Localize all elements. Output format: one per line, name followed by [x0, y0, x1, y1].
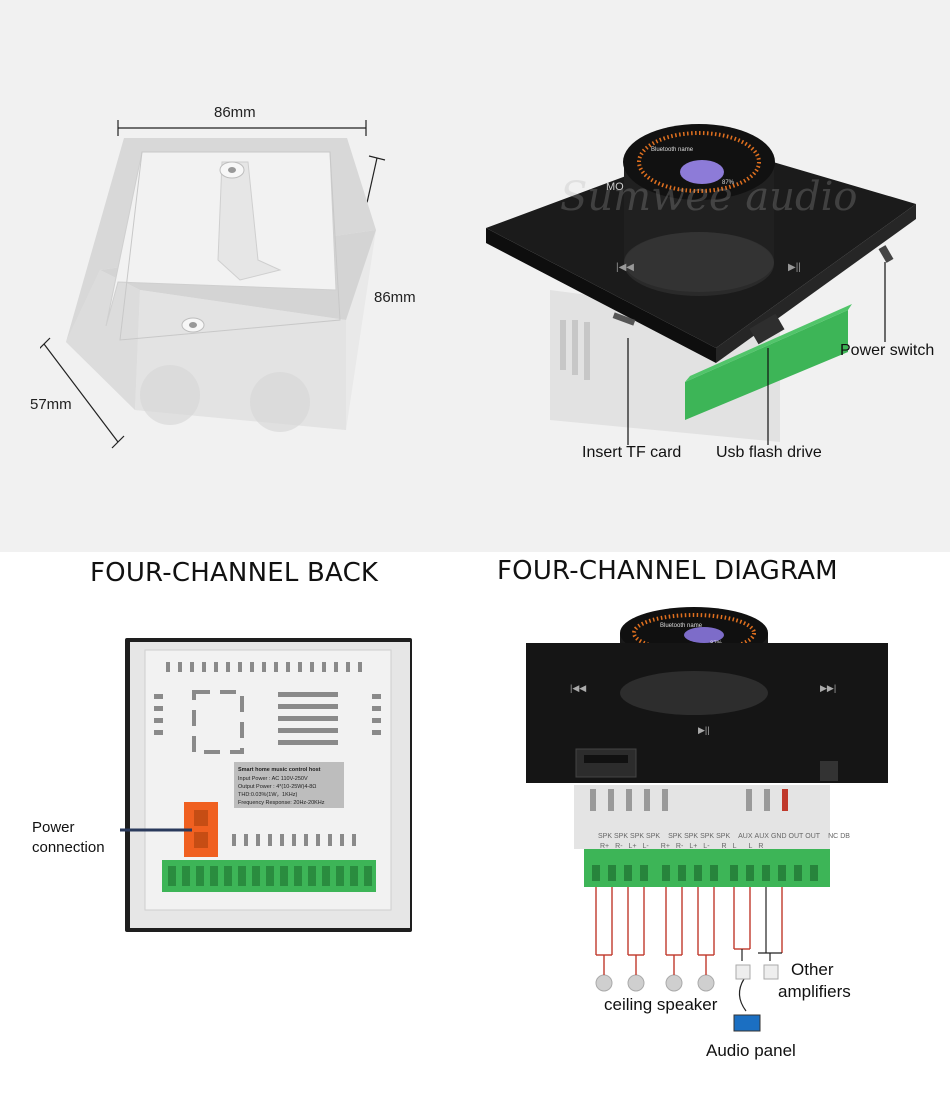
spec-label-line4: Frequency Response: 20Hz-20KHz — [238, 800, 325, 806]
pin-label: R- — [675, 843, 684, 850]
pin-label: L — [732, 843, 737, 850]
power-connection-callout: Power connection — [32, 818, 105, 858]
spec-label-line1: Input Power : AC 110V-250V — [238, 776, 308, 782]
other-amplifiers-line2-label: amplifiers — [778, 982, 851, 1001]
channel-label: SPK — [646, 833, 661, 840]
channel-label: OUT — [788, 833, 804, 840]
power-connection-line1: Power — [32, 819, 75, 836]
pin-label: L- — [642, 843, 649, 850]
dimension-width-label: 86mm — [214, 104, 256, 121]
channel-label: AUX — [754, 833, 769, 840]
channel-label: SPK — [598, 833, 613, 840]
wiring-diagram: Bluetooth name 87% |◀◀ ▶▶| ▶|| — [526, 607, 888, 1032]
channel-label: SPK — [614, 833, 629, 840]
pin-label: R — [758, 843, 764, 850]
pin-label: L — [748, 843, 753, 850]
svg-text:▶||: ▶|| — [788, 262, 801, 273]
device-top-illustration: Bluetooth name 87% MO |◀◀ ▶|| — [486, 124, 916, 445]
usb-callout: Usb flash drive — [716, 444, 822, 461]
dimension-depth-label: 57mm — [30, 396, 72, 413]
channel-label-row: SPK SPK SPK SPK SPK SPK SPK SPK AUX AUX … — [598, 833, 850, 840]
top-screen-volume: 87% — [722, 180, 735, 186]
spec-label-line2: Output Power : 4*(10-25W)4-8Ω — [238, 784, 316, 790]
channel-label: OUT — [805, 833, 821, 840]
power-switch-callout: Power switch — [840, 342, 935, 359]
tf-card-callout: Insert TF card — [582, 444, 682, 461]
channel-label: SPK — [700, 833, 715, 840]
top-panel-brand-text: MO — [606, 181, 624, 193]
channel-label: AUX — [738, 833, 753, 840]
other-amplifiers-label: Other — [791, 958, 834, 982]
channel-label: SPK — [630, 833, 645, 840]
watermark-text: Sumwee audio — [560, 174, 857, 220]
svg-text:|◀◀: |◀◀ — [570, 683, 586, 693]
channel-label: SPK — [716, 833, 731, 840]
pin-label: L+ — [689, 843, 698, 850]
channel-label: DB — [840, 833, 850, 840]
channel-label: NC — [828, 833, 839, 840]
other-amplifiers-line1: Other — [791, 960, 834, 979]
pin-label: L- — [703, 843, 710, 850]
top-screen-bt-name: Bluetooth name — [651, 147, 694, 153]
audio-panel-label: Audio panel — [706, 1041, 796, 1060]
pin-label: R+ — [600, 843, 610, 850]
back-view-illustration: Smart home music control host Input Powe… — [120, 638, 412, 932]
svg-text:▶▶|: ▶▶| — [820, 683, 836, 693]
svg-text:|◀◀: |◀◀ — [616, 262, 634, 273]
pin-label-row: R+ R- L+ L- R+ R- L+ L- R L L R — [600, 843, 830, 850]
pin-label: R+ — [660, 843, 670, 850]
channel-label: SPK — [684, 833, 699, 840]
channel-label: GND — [770, 833, 787, 840]
pin-label: L+ — [628, 843, 637, 850]
ceiling-speaker-label: ceiling speaker — [604, 995, 718, 1014]
back-section-title: FOUR-CHANNEL BACK — [90, 558, 379, 588]
power-connection-line2: connection — [32, 839, 105, 856]
spec-label-line3: THD:0.03%(1W，1KHz) — [238, 792, 297, 798]
pin-label: R — [721, 843, 727, 850]
diagram-screen-bt-name: Bluetooth name — [660, 623, 703, 629]
svg-text:▶||: ▶|| — [698, 725, 710, 735]
spec-label-title: Smart home music control host — [238, 767, 321, 773]
back-box-illustration — [40, 120, 386, 449]
dimension-height-label: 86mm — [374, 289, 416, 306]
diagram-section-title: FOUR-CHANNEL DIAGRAM — [497, 556, 838, 586]
channel-label: SPK — [668, 833, 683, 840]
pin-label: R- — [615, 843, 623, 850]
